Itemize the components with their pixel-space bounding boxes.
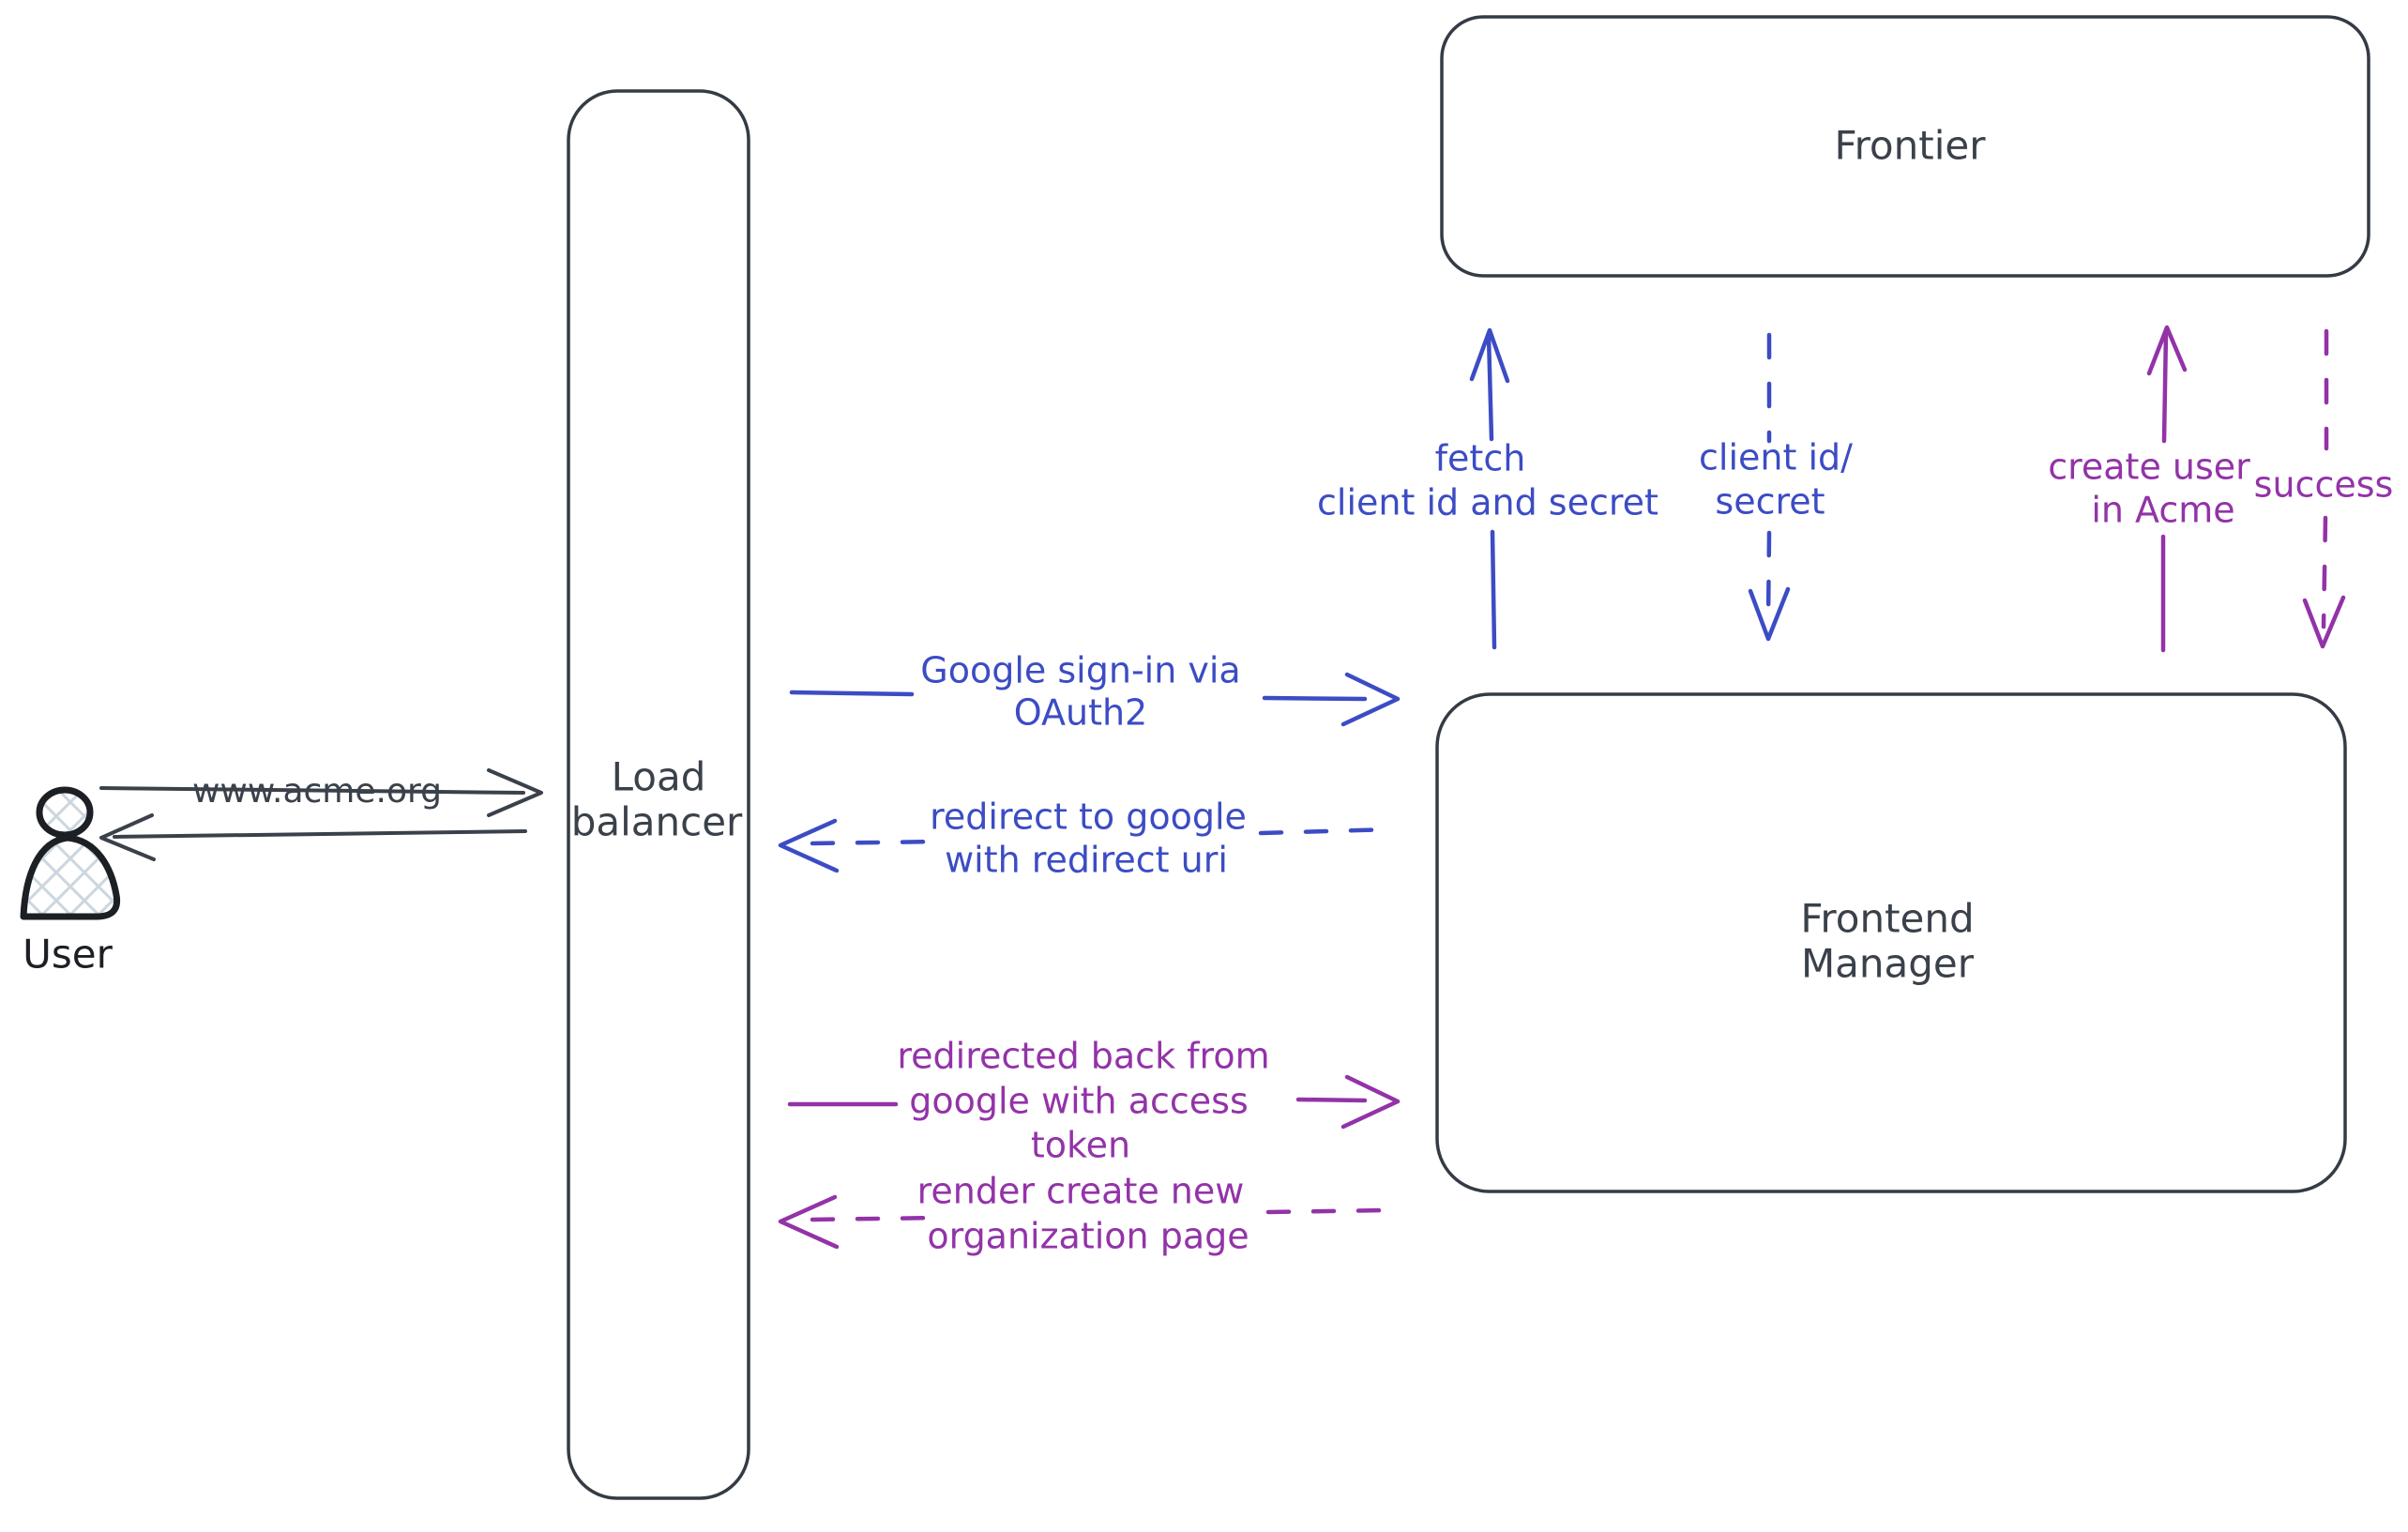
edge-render-org-page-label-line1: render create new bbox=[917, 1171, 1245, 1212]
load-balancer-label-line2: balancer bbox=[571, 799, 743, 845]
arrowhead-right-icon bbox=[487, 768, 543, 817]
edge-success bbox=[2302, 328, 2346, 649]
edge-client-id-secret-label-line2: secret bbox=[1715, 481, 1825, 523]
edge-google-signin bbox=[789, 672, 1401, 727]
edge-client-id-secret bbox=[1748, 332, 1791, 642]
edge-fetch-secret bbox=[1469, 327, 1510, 650]
edge-www-acme-line bbox=[99, 786, 525, 795]
edge-www-acme-label: www.acme.org bbox=[192, 772, 442, 811]
edge-google-signin-line-left bbox=[789, 690, 915, 697]
user-label: User bbox=[23, 932, 113, 978]
arrowhead-right-icon bbox=[1340, 672, 1401, 727]
edge-fetch-secret-line-bottom bbox=[1490, 529, 1497, 650]
edge-client-id-secret-label-line1: client id/ bbox=[1699, 437, 1853, 478]
edge-render-org-page bbox=[778, 1194, 1393, 1250]
edge-fetch-secret-line-top bbox=[1486, 333, 1494, 442]
frontier-label: Frontier bbox=[1834, 123, 1986, 169]
edge-google-signin-line-right bbox=[1262, 695, 1368, 702]
edge-create-user bbox=[2146, 325, 2188, 653]
edge-create-user-label-line2: in Acme bbox=[2091, 490, 2234, 531]
arrowhead-up-icon bbox=[1469, 327, 1510, 384]
edge-google-signin-label-line1: Google sign-in via bbox=[920, 650, 1240, 691]
user-body bbox=[20, 834, 121, 920]
edge-render-org-page-dash-right bbox=[1265, 1207, 1393, 1215]
edge-success-label: success bbox=[2254, 464, 2394, 506]
edge-redirect-google-dash-right bbox=[1258, 827, 1397, 836]
edge-redirect-google-label-line2: with redirect uri bbox=[945, 840, 1228, 881]
frontier-node: Frontier bbox=[1440, 15, 2370, 278]
edge-create-user-label-line1: create user bbox=[2048, 447, 2250, 488]
edge-return-line bbox=[113, 829, 527, 839]
load-balancer-node: Load balancer bbox=[567, 89, 750, 1500]
arrowhead-left-icon bbox=[778, 818, 840, 873]
edge-redirect-google bbox=[778, 818, 1397, 873]
user-node: User bbox=[20, 786, 121, 978]
arrowhead-down-icon bbox=[2302, 595, 2346, 649]
edge-return-to-user bbox=[99, 813, 527, 861]
user-head bbox=[36, 786, 94, 839]
load-balancer-box bbox=[567, 89, 750, 1500]
edge-success-dash-bottom bbox=[2321, 515, 2328, 629]
edge-client-id-secret-dash-bottom bbox=[1765, 530, 1772, 622]
edge-redirected-back-label-line1: redirected back from bbox=[897, 1036, 1269, 1077]
edge-redirected-back-label-line2: google with access bbox=[909, 1081, 1249, 1122]
edge-redirected-back bbox=[787, 1074, 1401, 1130]
edge-www-acme bbox=[99, 768, 543, 817]
frontend-manager-label-line1: Frontend bbox=[1800, 896, 1974, 942]
edge-render-org-page-dash-left bbox=[810, 1215, 943, 1222]
frontier-box bbox=[1440, 15, 2370, 278]
edge-redirected-back-label-line3: token bbox=[1031, 1125, 1130, 1166]
edge-redirect-google-dash-left bbox=[810, 839, 943, 846]
frontend-manager-label-line2: Manager bbox=[1801, 941, 1975, 987]
arrowhead-left-icon bbox=[99, 813, 156, 861]
frontend-manager-box bbox=[1435, 692, 2347, 1193]
arrowhead-down-icon bbox=[1748, 586, 1791, 642]
edge-fetch-secret-label-line1: fetch bbox=[1435, 438, 1526, 479]
arrowhead-left-icon bbox=[778, 1194, 840, 1250]
arrowhead-up-icon bbox=[2146, 325, 2188, 376]
edge-google-signin-label-line2: OAuth2 bbox=[1014, 692, 1147, 734]
arrowhead-right-icon bbox=[1340, 1074, 1401, 1130]
edge-fetch-secret-label-line2: client id and secret bbox=[1317, 482, 1658, 523]
edge-create-user-line-top bbox=[2161, 329, 2169, 444]
load-balancer-label-line1: Load bbox=[612, 754, 706, 800]
edge-redirect-google-label-line1: redirect to google bbox=[930, 796, 1247, 838]
edge-render-org-page-label-line2: organization page bbox=[927, 1216, 1249, 1257]
frontend-manager-node: Frontend Manager bbox=[1435, 692, 2347, 1193]
